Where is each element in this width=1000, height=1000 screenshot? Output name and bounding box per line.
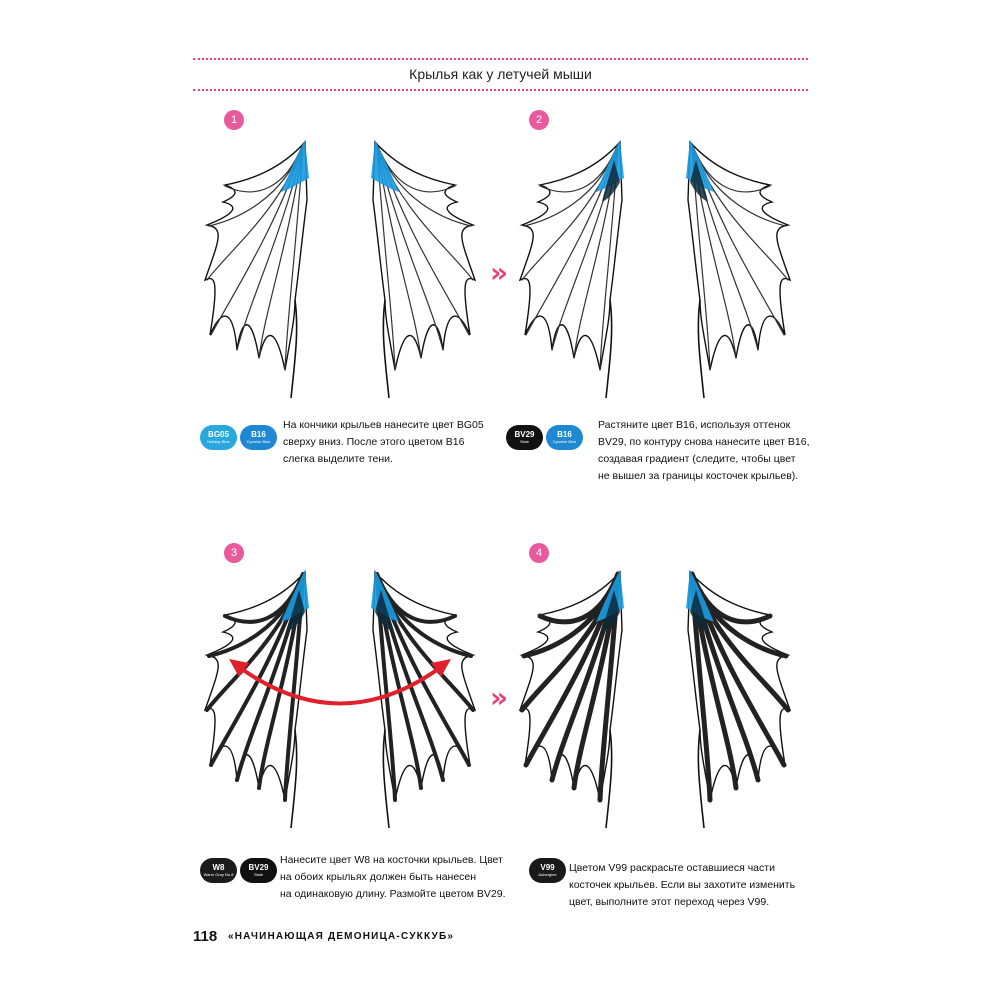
top-dotted-line [193,58,808,60]
wings-illustration-3 [203,570,477,829]
swatch-bv29: BV29 Slate [240,858,277,883]
step-badge-4: 4 [529,543,549,563]
red-double-arrow [229,659,451,706]
swatch-b16: B16 Cyanine Blue [240,425,277,450]
swatch-bg05: BG05 Holiday Blue [200,425,237,450]
swatch-w8: W8 Warm Gray No.8 [200,858,237,883]
page-number: 118 [193,928,218,945]
next-step-arrow-1: » [490,256,508,289]
swatch-v99: V99 Aubergine [529,858,566,883]
next-step-arrow-2: » [490,681,508,714]
step-badge-2: 2 [529,110,549,130]
wings-illustration-4 [518,570,792,829]
step-2-caption: Растяните цвет B16, используя оттенок BV… [598,419,810,482]
wings-illustration-2 [518,140,792,399]
page-header-title: Крылья как у летучей мыши [409,66,592,82]
step-3-caption: Нанесите цвет W8 на косточки крыльев. Цв… [280,854,506,900]
book-title: «НАЧИНАЮЩАЯ ДЕМОНИЦА-СУККУБ» [228,931,455,942]
step-badge-3: 3 [224,543,244,563]
swatch-b16: B16 Cyanine Blue [546,425,583,450]
header-dotted-line [193,89,808,91]
step-1-caption: На кончики крыльев нанесите цвет BG05 св… [283,419,484,465]
step-badge-1: 1 [224,110,244,130]
step-4-caption: Цветом V99 раскрасьте оставшиеся части к… [569,862,796,908]
swatch-bv29: BV29 Slate [506,425,543,450]
wings-illustration-1 [203,140,477,399]
